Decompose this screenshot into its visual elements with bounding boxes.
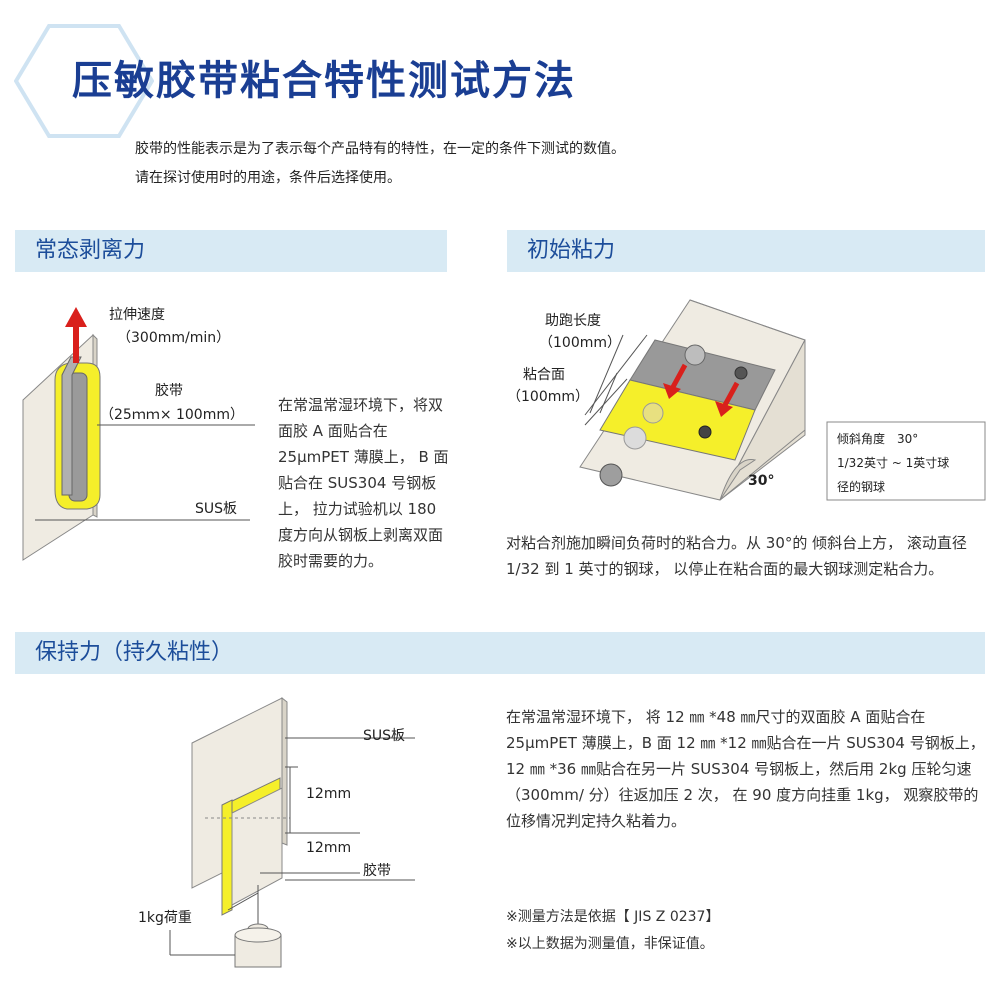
note-disclaimer: ※以上数据为测量值，非保证值。 — [506, 936, 714, 952]
adhesion-value: （100mm） — [507, 389, 589, 405]
steel-ball-on-tape — [642, 402, 664, 424]
weight-label: 1kg荷重 — [138, 910, 192, 926]
note-standard: ※测量方法是依据【 JIS Z 0237】 — [506, 909, 720, 925]
tilt-angle-label: 30° — [748, 473, 774, 489]
tack-diagram: 助跑长度 （100mm） 粘合面 （100mm） 30° 倾斜角度 30° 1/… — [507, 299, 986, 501]
section-heading-tack: 初始粘力 — [507, 230, 985, 272]
steel-ball-stopped — [698, 425, 712, 439]
peel-tape-label: 胶带 — [155, 382, 183, 399]
holding-dim-1: 12mm — [306, 786, 351, 802]
holding-tape-label: 胶带 — [363, 862, 391, 879]
steel-ball-large — [684, 344, 706, 366]
page-title: 压敏胶带粘合特性测试方法 — [72, 58, 576, 104]
tack-info-box — [826, 421, 986, 501]
intro-line-2: 请在探讨使用时的用途，条件后选择使用。 — [135, 170, 401, 186]
peel-speed-value: （300mm/min） — [117, 330, 230, 346]
holding-plate-label: SUS板 — [363, 728, 405, 744]
adhesion-label: 粘合面 — [523, 367, 565, 383]
section-heading-holding: 保持力（持久粘性） — [15, 632, 985, 674]
holding-description: 在常温常湿环境下， 将 12 ㎜ *48 ㎜尺寸的双面胶 A 面贴合在 25μm… — [506, 708, 985, 830]
peel-speed-label: 拉伸速度 — [109, 307, 165, 323]
steel-ball-rolling — [623, 426, 647, 450]
steel-ball-bottom — [599, 463, 623, 487]
peel-tape-size: （25ｍｍ× 100mm） — [100, 407, 244, 423]
peel-description: 在常温常湿环境下，将双面胶 A 面贴合在 25μmPET 薄膜上， B 面贴合在… — [278, 396, 449, 570]
holding-dim-2: 12mm — [306, 840, 351, 856]
runway-label: 助跑长度 — [545, 313, 601, 329]
red-arrow-2 — [715, 401, 733, 417]
tack-info-line-2: 1/32英寸 ~ 1英寸球 — [837, 456, 949, 470]
holding-diagram: SUS板 12mm 12mm 胶带 1kg荷重 — [138, 696, 415, 968]
tack-description: 对粘合剂施加瞬间负荷时的粘合力。从 30°的 倾斜台上方， 滚动直径 1/32 … — [506, 534, 967, 578]
peel-plate-label: SUS板 — [195, 501, 237, 517]
intro-line-1: 胶带的性能表示是为了表示每个产品特有的特性，在一定的条件下测试的数值。 — [135, 141, 625, 157]
steel-ball-small — [734, 366, 748, 380]
red-arrow-1 — [663, 383, 681, 399]
pull-arrow-shaft — [73, 325, 79, 363]
runway-value: （100mm） — [539, 335, 621, 351]
hexagon-decoration — [14, 24, 154, 138]
pull-arrow-head — [65, 307, 87, 327]
section-heading-peel: 常态剥离力 — [15, 230, 447, 272]
tack-info-line-3: 径的钢球 — [837, 479, 885, 494]
tack-info-line-1: 倾斜角度 30° — [837, 431, 918, 446]
peel-diagram: 拉伸速度 （300mm/min） 胶带 （25ｍｍ× 100mm） SUS板 — [22, 307, 255, 561]
